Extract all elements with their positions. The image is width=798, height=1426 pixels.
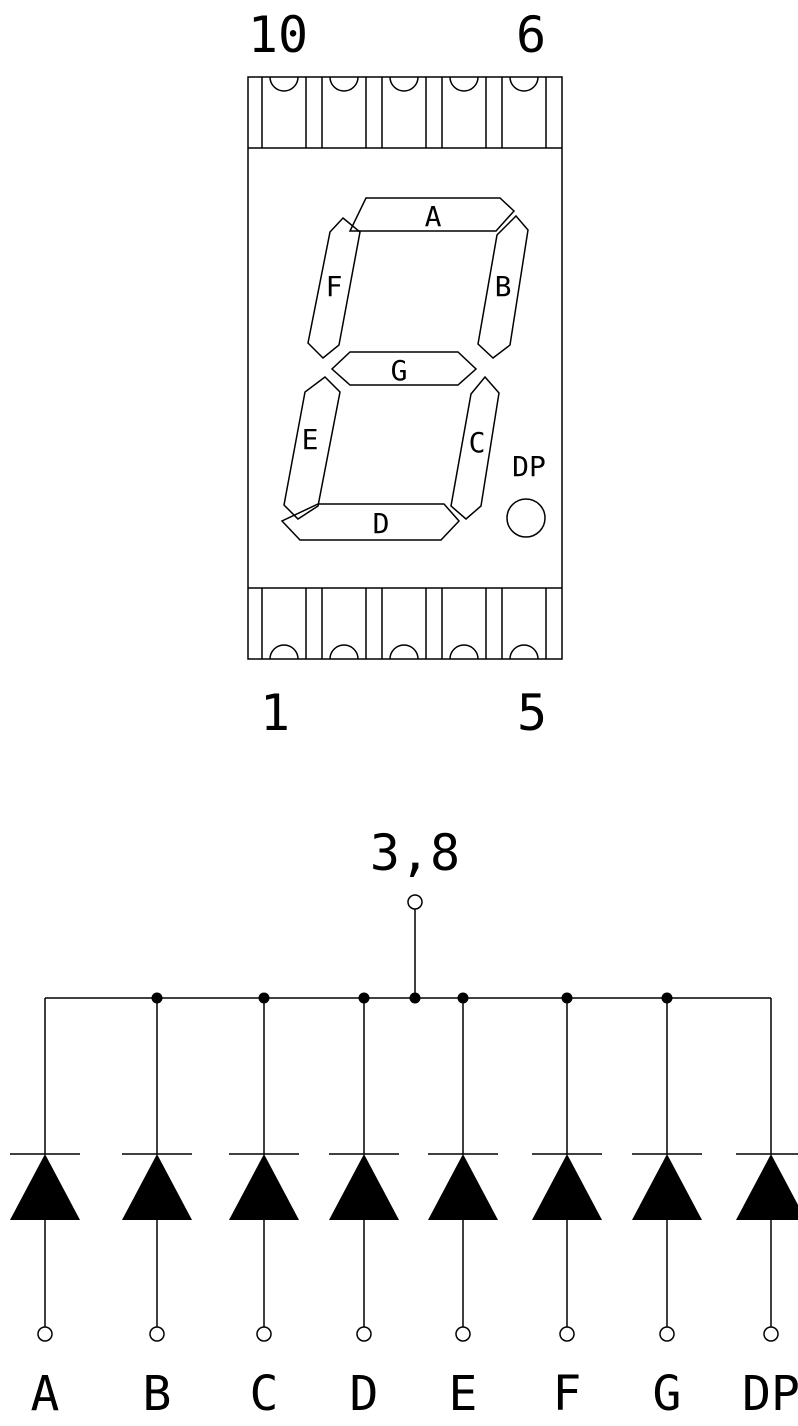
common-pin-label: 3,8	[370, 824, 460, 882]
input-terminal	[455, 1326, 471, 1342]
diode-triangle	[229, 1154, 299, 1220]
input-label-a: A	[31, 1366, 60, 1422]
diode-triangle	[428, 1154, 498, 1220]
diode-triangle	[532, 1154, 602, 1220]
input-label-c: C	[250, 1366, 279, 1422]
diode-triangle	[632, 1154, 702, 1220]
segment-b	[477, 214, 529, 359]
input-terminal	[763, 1326, 779, 1342]
bus-junction-dot	[409, 992, 421, 1004]
segment-label-d: D	[373, 507, 390, 540]
decimal-point	[506, 498, 546, 538]
input-label-f: F	[553, 1366, 582, 1422]
common-anode-schematic: 3,8 A B C D E F G DP	[10, 824, 798, 1422]
input-terminal	[37, 1326, 53, 1342]
pin-label-top-right: 6	[516, 6, 546, 64]
led-branch-g	[632, 998, 702, 1342]
input-terminal	[559, 1326, 575, 1342]
led-branch-c	[229, 998, 299, 1342]
led-branches	[10, 992, 798, 1342]
segment-a	[348, 197, 516, 232]
bottom-pin-strip	[261, 588, 547, 660]
segment-f	[307, 216, 361, 360]
pin-label-top-left: 10	[248, 6, 308, 64]
input-label-d: D	[350, 1366, 379, 1422]
diode-triangle	[329, 1154, 399, 1220]
segment-label-b: B	[495, 270, 512, 303]
segment-label-f: F	[326, 270, 343, 303]
segment-label-g: G	[391, 354, 408, 387]
led-branch-b	[122, 998, 192, 1342]
input-labels: A B C D E F G DP	[31, 1366, 798, 1422]
led-branch-dp	[736, 998, 798, 1342]
diode-triangle	[122, 1154, 192, 1220]
segment-e	[283, 376, 341, 520]
segment-label-dp: DP	[512, 450, 546, 483]
led-branch-a	[10, 998, 80, 1342]
common-pin-terminal	[407, 894, 423, 910]
diode-triangle	[10, 1154, 80, 1220]
segment-g	[330, 351, 478, 386]
display-package: 10 6 1 5 A B C D E F G DP	[247, 6, 563, 742]
input-label-e: E	[449, 1366, 478, 1422]
pin-label-bottom-left: 1	[260, 684, 290, 742]
input-label-dp: DP	[742, 1366, 798, 1422]
pin-label-bottom-right: 5	[517, 684, 547, 742]
input-terminal	[256, 1326, 272, 1342]
diode-triangle	[736, 1154, 798, 1220]
segment-label-c: C	[469, 426, 486, 459]
segment-label-e: E	[302, 423, 319, 456]
segment-c	[450, 375, 500, 520]
package-body	[247, 76, 563, 660]
input-label-b: B	[143, 1366, 172, 1422]
input-terminal	[356, 1326, 372, 1342]
input-terminal	[149, 1326, 165, 1342]
led-branch-e	[428, 998, 498, 1342]
led-branch-f	[532, 998, 602, 1342]
led-branch-d	[329, 998, 399, 1342]
segment-d	[280, 503, 461, 541]
input-label-g: G	[653, 1366, 682, 1422]
top-pin-strip	[261, 76, 547, 148]
segment-label-a: A	[425, 200, 442, 233]
input-terminal	[659, 1326, 675, 1342]
